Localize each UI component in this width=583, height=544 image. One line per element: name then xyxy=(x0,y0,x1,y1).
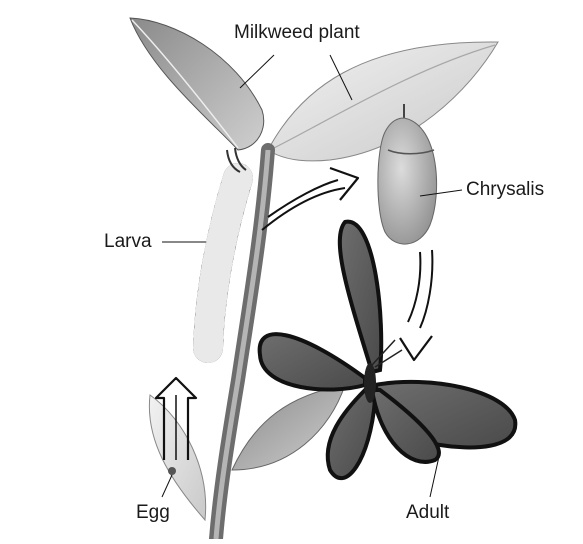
leader-milkweed-left xyxy=(239,54,275,89)
label-egg: Egg xyxy=(136,502,170,523)
leader-milkweed-right xyxy=(329,54,353,101)
arrow-larva-to-chrysalis xyxy=(261,166,360,231)
larva-illustration xyxy=(193,147,253,363)
label-adult: Adult xyxy=(406,502,450,523)
label-chrysalis: Chrysalis xyxy=(466,179,545,200)
milkweed-plant xyxy=(129,17,499,544)
arrow-egg-to-larva xyxy=(154,376,198,460)
label-milkweed-plant: Milkweed plant xyxy=(234,22,360,43)
chrysalis-illustration xyxy=(377,104,438,245)
leader-egg xyxy=(161,474,173,498)
label-larva: Larva xyxy=(104,231,152,252)
top-leaf-vein xyxy=(269,44,496,151)
arrow-chrysalis-to-adult xyxy=(399,249,434,362)
upper-left-leaf xyxy=(129,17,265,151)
top-leaf xyxy=(267,41,499,162)
leader-chrysalis xyxy=(419,189,463,197)
egg-illustration xyxy=(168,467,176,475)
leader-adult xyxy=(429,451,441,498)
upper-left-leaf-vein xyxy=(131,19,239,149)
adult-butterfly-illustration xyxy=(257,219,518,481)
